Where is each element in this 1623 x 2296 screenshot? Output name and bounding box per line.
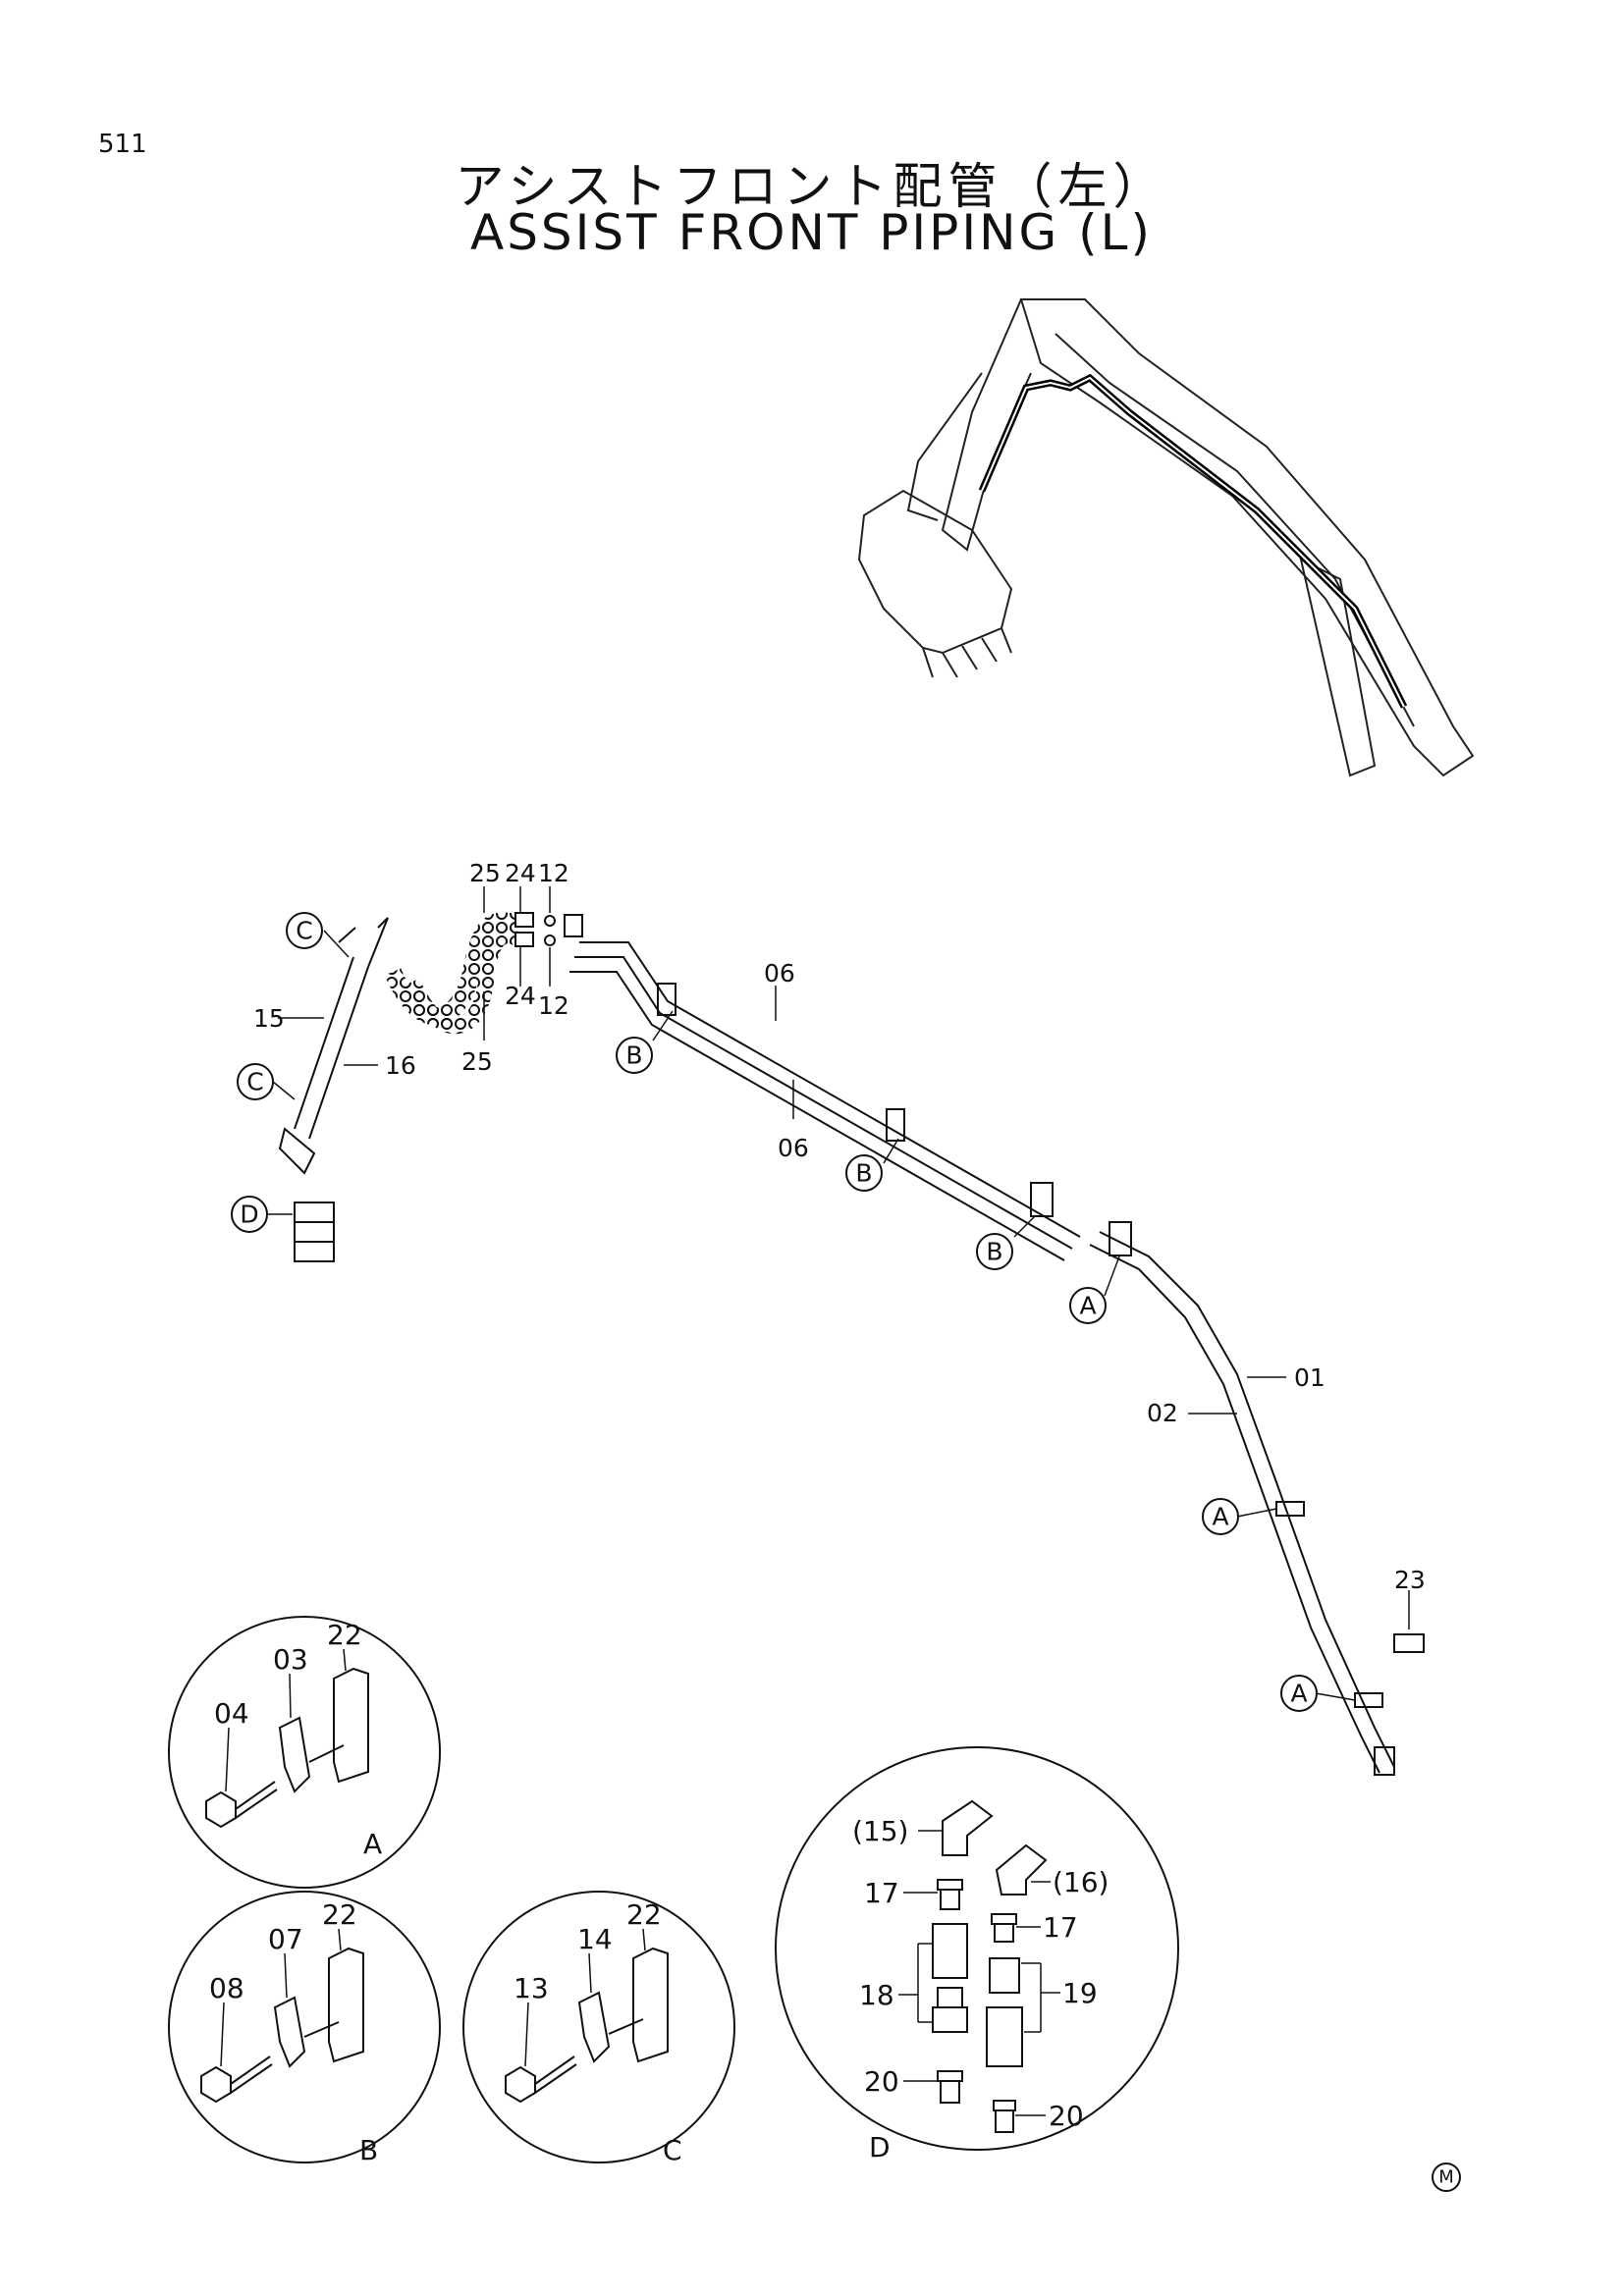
callout-d-letter: D bbox=[240, 1201, 258, 1229]
callout-b-3-letter: B bbox=[986, 1238, 1002, 1266]
label-25-top: 25 bbox=[469, 859, 501, 887]
detail-c: 13 14 22 C bbox=[462, 1891, 735, 2166]
detail-d-part-19: 19 bbox=[1062, 1977, 1098, 2009]
m-mark-letter: M bbox=[1438, 2167, 1454, 2188]
label-06-bottom: 06 bbox=[778, 1134, 809, 1162]
label-16: 16 bbox=[385, 1051, 416, 1080]
callout-a-3 bbox=[1280, 1675, 1318, 1712]
detail-d-part-16: (16) bbox=[1053, 1866, 1109, 1898]
callout-c-top-letter: C bbox=[296, 917, 312, 945]
detail-b-part-08: 08 bbox=[209, 1972, 244, 2004]
detail-a-name: A bbox=[363, 1828, 382, 1860]
leader-lines bbox=[267, 886, 1410, 1701]
detail-d: (15) (16) 17 17 18 19 20 20 D bbox=[775, 1746, 1179, 2163]
detail-c-part-22: 22 bbox=[626, 1898, 662, 1931]
callout-a-1-letter: A bbox=[1079, 1292, 1096, 1320]
detail-a-part-03: 03 bbox=[273, 1643, 308, 1676]
detail-c-part-13: 13 bbox=[514, 1972, 549, 2004]
m-mark: M bbox=[1432, 2163, 1461, 2192]
detail-c-part-14: 14 bbox=[577, 1923, 613, 1955]
detail-d-part-20-left: 20 bbox=[864, 2065, 899, 2098]
part-labels: 25 24 12 24 12 25 15 16 06 06 01 02 23 bbox=[253, 859, 1426, 1594]
title-japanese: アシストフロント配管（左） bbox=[455, 158, 1168, 215]
detail-b-part-07: 07 bbox=[268, 1923, 303, 1955]
callout-a-1 bbox=[1069, 1287, 1107, 1324]
label-24-top: 24 bbox=[505, 859, 536, 887]
main-piping bbox=[278, 912, 1425, 1776]
label-02: 02 bbox=[1147, 1399, 1178, 1427]
detail-a-part-22: 22 bbox=[327, 1619, 362, 1651]
callout-c-top bbox=[286, 912, 323, 949]
callout-c-mid bbox=[237, 1063, 274, 1100]
callout-a-2-letter: A bbox=[1212, 1503, 1228, 1531]
callout-letters: C C D B B B A A A bbox=[240, 917, 1307, 1708]
detail-d-part-18: 18 bbox=[859, 1979, 894, 2011]
detail-d-name: D bbox=[869, 2131, 891, 2163]
callout-b-1-letter: B bbox=[625, 1041, 642, 1070]
detail-d-part-17-right: 17 bbox=[1043, 1911, 1078, 1944]
detail-c-name: C bbox=[663, 2134, 682, 2166]
detail-d-part-17-left: 17 bbox=[864, 1877, 899, 1909]
excavator-overview bbox=[857, 298, 1475, 777]
detail-b-name: B bbox=[359, 2134, 378, 2166]
label-24-bottom: 24 bbox=[505, 982, 536, 1010]
callouts bbox=[231, 912, 1318, 1712]
callout-b-3 bbox=[976, 1233, 1013, 1270]
page-number: 511 bbox=[98, 130, 147, 159]
callout-b-1 bbox=[616, 1037, 653, 1074]
callout-b-2-letter: B bbox=[855, 1159, 872, 1188]
label-12-bottom: 12 bbox=[538, 991, 569, 1020]
callout-a-3-letter: A bbox=[1290, 1680, 1307, 1708]
label-06-top: 06 bbox=[764, 959, 795, 988]
detail-b: 08 07 22 B bbox=[168, 1891, 441, 2166]
label-01: 01 bbox=[1294, 1363, 1325, 1392]
detail-d-part-20-right: 20 bbox=[1049, 2100, 1084, 2132]
title-english: ASSIST FRONT PIPING (L) bbox=[469, 204, 1153, 261]
detail-a: 04 03 22 A bbox=[168, 1616, 441, 1889]
detail-b-part-22: 22 bbox=[322, 1898, 357, 1931]
callout-d bbox=[231, 1196, 268, 1233]
callout-c-mid-letter: C bbox=[246, 1068, 263, 1096]
label-15: 15 bbox=[253, 1004, 285, 1033]
label-25-bottom: 25 bbox=[461, 1047, 493, 1076]
callout-a-2 bbox=[1202, 1498, 1239, 1535]
detail-d-part-15: (15) bbox=[852, 1815, 908, 1847]
label-23: 23 bbox=[1394, 1566, 1426, 1594]
label-12-top: 12 bbox=[538, 859, 569, 887]
callout-b-2 bbox=[845, 1154, 883, 1192]
detail-a-part-04: 04 bbox=[214, 1697, 249, 1730]
